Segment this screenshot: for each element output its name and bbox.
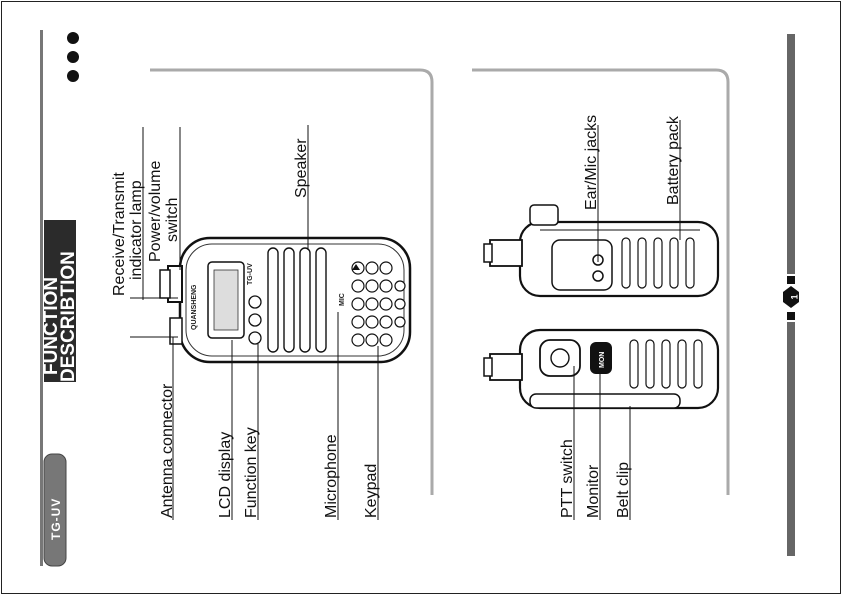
function-key[interactable] (249, 332, 261, 344)
mic-jack (593, 271, 603, 281)
radio-side-ptt: MON (484, 330, 718, 408)
svg-text:Power/volume: Power/volume (147, 161, 164, 262)
svg-text:Antenna connector: Antenna connector (159, 383, 176, 518)
svg-text:switch: switch (164, 198, 181, 242)
label-power-volume: Power/volume switch (147, 127, 181, 270)
brand-text: QUANSHENG (191, 284, 198, 330)
svg-text:Function key: Function key (243, 427, 260, 518)
model-badge: TG-UV (44, 454, 66, 566)
svg-text:Battery pack: Battery pack (665, 115, 682, 205)
label-belt-clip: Belt clip (615, 406, 632, 520)
function-key[interactable] (249, 296, 261, 308)
svg-text:PTT switch: PTT switch (559, 439, 576, 518)
belt-clip (530, 394, 680, 408)
radio-front: QUANSHENG TG-UV MIC (160, 238, 410, 362)
svg-text:Speaker: Speaker (293, 138, 310, 198)
svg-text:Belt clip: Belt clip (615, 462, 632, 518)
mon-text: MON (599, 352, 606, 368)
function-key[interactable] (249, 314, 261, 326)
label-keypad: Keypad (363, 346, 380, 520)
radio-side-battery (484, 205, 718, 296)
decorative-dots (67, 32, 79, 82)
svg-text:Monitor: Monitor (585, 464, 602, 518)
label-lcd-display: LCD display (217, 340, 234, 520)
section-title: FUNCTION DESCRIBTION (41, 220, 79, 382)
svg-text:Microphone: Microphone (323, 434, 340, 518)
section-title-line2: DESCRIBTION (58, 251, 79, 382)
mic-text: MIC (339, 293, 346, 306)
svg-text:Receive/Transmit: Receive/Transmit (111, 172, 128, 296)
label-antenna-connector: Antenna connector (130, 337, 178, 520)
model-badge-text: TG-UV (49, 498, 63, 540)
svg-text:LCD display: LCD display (217, 432, 234, 518)
page-number: 1 (783, 286, 799, 308)
svg-text:Ear/Mic jacks: Ear/Mic jacks (583, 115, 600, 210)
svg-text:indicator lamp: indicator lamp (128, 180, 145, 280)
page-number-text: 1 (789, 294, 799, 299)
label-speaker: Speaker (293, 125, 310, 250)
svg-text:Keypad: Keypad (363, 464, 380, 518)
label-function-key: Function key (243, 344, 260, 520)
model-text: TG-UV (247, 263, 254, 285)
